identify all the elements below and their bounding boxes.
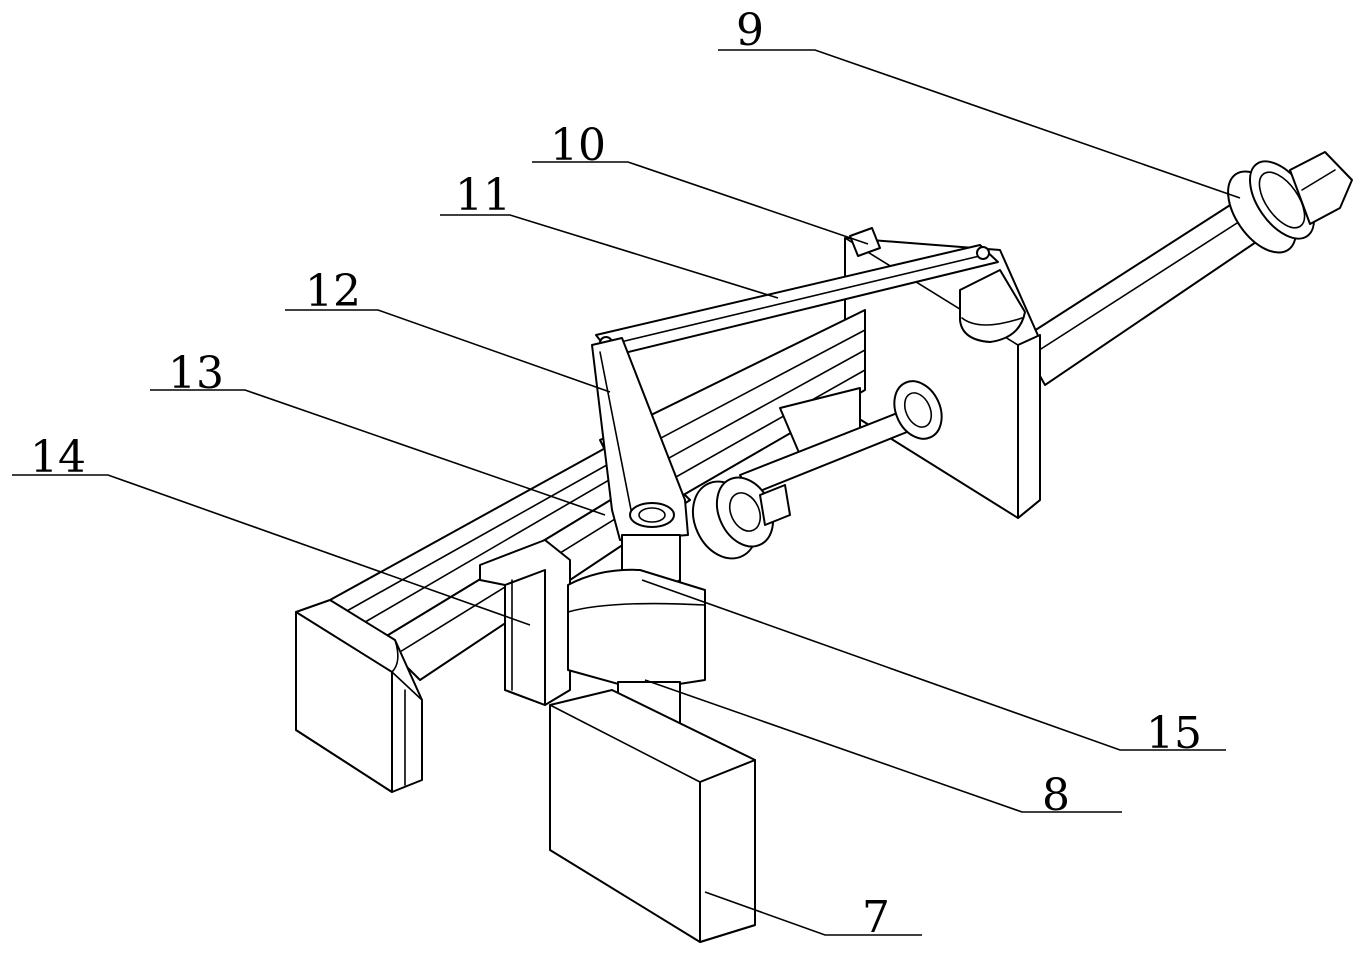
pivot-bearing bbox=[959, 269, 1026, 343]
leader-8 bbox=[644, 679, 1122, 813]
leader-15 bbox=[641, 579, 1226, 751]
callout-8: 8 bbox=[1042, 770, 1070, 821]
leader-7 bbox=[704, 891, 922, 936]
leader-lines bbox=[12, 49, 1241, 936]
callout-12: 12 bbox=[305, 266, 361, 317]
callout-11: 11 bbox=[455, 170, 511, 221]
leader-10 bbox=[532, 161, 869, 245]
shaft-coupling bbox=[1227, 151, 1353, 254]
motor-box bbox=[549, 689, 756, 943]
leader-11 bbox=[440, 214, 779, 299]
callout-13: 13 bbox=[168, 348, 224, 399]
drive-shaft bbox=[1019, 199, 1263, 386]
callout-10: 10 bbox=[550, 120, 606, 171]
end-block bbox=[295, 599, 423, 793]
callout-9: 9 bbox=[736, 5, 764, 56]
callout-14: 14 bbox=[30, 432, 86, 483]
callout-7: 7 bbox=[862, 892, 890, 943]
leader-13 bbox=[150, 389, 606, 516]
leader-12 bbox=[285, 309, 611, 393]
callout-15: 15 bbox=[1146, 708, 1202, 759]
screw-bearing bbox=[691, 476, 791, 560]
crank-arm bbox=[591, 337, 689, 541]
leader-14 bbox=[12, 474, 531, 626]
leader-9 bbox=[718, 49, 1241, 199]
callout-labels: 9 10 11 12 13 14 15 8 7 bbox=[30, 5, 1202, 943]
